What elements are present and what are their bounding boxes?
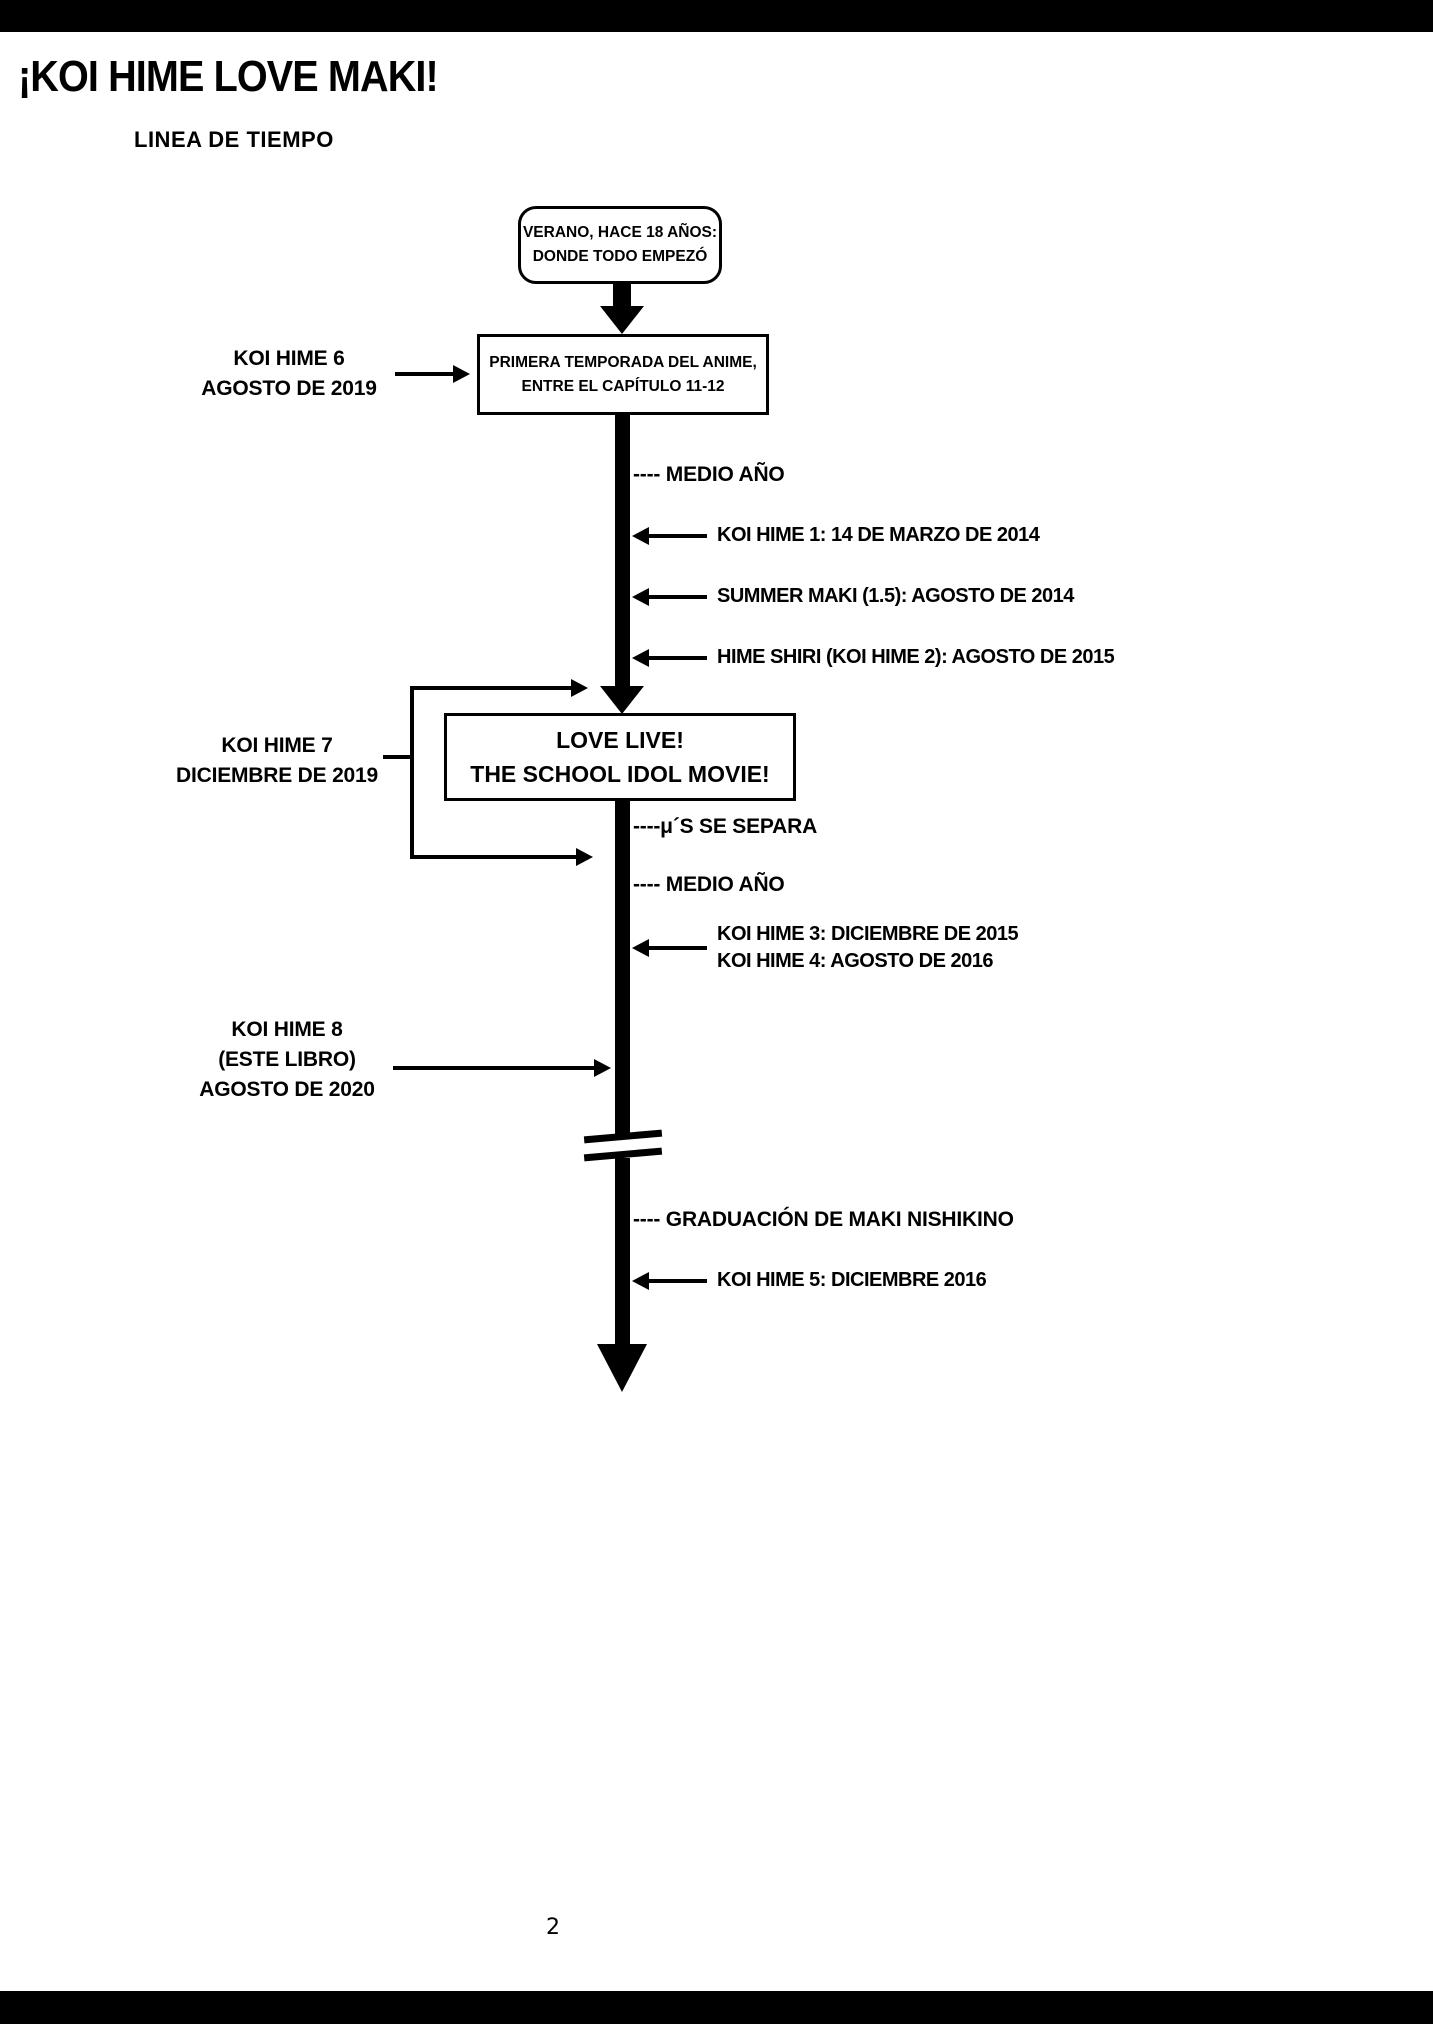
event-koi-hime-5: KOI HIME 5: DICIEMBRE 2016 bbox=[632, 1267, 987, 1294]
koi-hime-7-connector-line bbox=[383, 755, 413, 759]
event-label: SUMMER MAKI (1.5): AGOSTO DE 2014 bbox=[717, 585, 1074, 607]
down-arrow-head-icon bbox=[600, 306, 644, 334]
event-label: KOI HIME 5: DICIEMBRE 2016 bbox=[717, 1269, 987, 1291]
koi-hime-6-label: KOI HIME 6 AGOSTO DE 2019 bbox=[201, 347, 377, 400]
koi-hime-7-bracket-line bbox=[410, 686, 414, 859]
note-half-year-1: ---- MEDIO AÑO bbox=[633, 463, 785, 486]
arrow-line bbox=[649, 533, 707, 538]
timeline-segment-lower bbox=[615, 1158, 630, 1345]
arrow-line bbox=[649, 1278, 707, 1283]
koi-hime-7-bottom-arrow-line bbox=[410, 855, 578, 859]
page-title: ¡KOI HIME LOVE MAKI! bbox=[18, 52, 439, 101]
left-arrow-head-icon bbox=[632, 939, 649, 957]
timeline-end-arrow-head-icon bbox=[597, 1344, 647, 1392]
koi-hime-7-top-arrow-line bbox=[410, 686, 573, 690]
down-arrow-head-icon bbox=[600, 686, 644, 714]
koi-hime-7-top-arrow-head-icon bbox=[571, 679, 588, 697]
koi-hime-8-arrow-head-icon bbox=[594, 1059, 611, 1077]
timeline-segment-upper bbox=[615, 413, 630, 688]
event-label: KOI HIME 3: DICIEMBRE DE 2015 KOI HIME 4… bbox=[717, 923, 1019, 972]
koi-hime-6-arrow-head-icon bbox=[453, 365, 470, 383]
note-muse-separates: ----μ´S SE SEPARA bbox=[633, 815, 818, 838]
event-hime-shiri: HIME SHIRI (KOI HIME 2): AGOSTO DE 2015 bbox=[632, 644, 1115, 671]
movie-box: LOVE LIVE! THE SCHOOL IDOL MOVIE! bbox=[444, 713, 796, 801]
arrow-line bbox=[649, 655, 707, 660]
timeline-start-box: VERANO, HACE 18 AÑOS: DONDE TODO EMPEZÓ bbox=[518, 206, 722, 284]
koi-hime-8-label: KOI HIME 8 (ESTE LIBRO) AGOSTO DE 2020 bbox=[199, 1018, 375, 1101]
note-half-year-2: ---- MEDIO AÑO bbox=[633, 873, 785, 896]
bottom-black-bar bbox=[0, 1991, 1433, 2024]
left-arrow-head-icon bbox=[632, 526, 649, 545]
left-arrow-head-icon bbox=[632, 648, 649, 667]
left-arrow-head-icon bbox=[632, 1271, 649, 1290]
down-arrow-shaft bbox=[613, 283, 631, 308]
left-arrow-head-icon bbox=[632, 587, 649, 606]
note-maki-graduation: ---- GRADUACIÓN DE MAKI NISHIKINO bbox=[633, 1208, 1014, 1231]
event-koi-hime-3-4: KOI HIME 3: DICIEMBRE DE 2015 KOI HIME 4… bbox=[632, 921, 1019, 975]
top-black-bar bbox=[0, 0, 1433, 32]
koi-hime-6-arrow-line bbox=[395, 372, 455, 376]
page-number: 2 bbox=[546, 1915, 560, 1940]
koi-hime-8-arrow-line bbox=[393, 1066, 596, 1070]
timeline-segment-middle bbox=[615, 799, 630, 1136]
anime-season-box: PRIMERA TEMPORADA DEL ANIME, ENTRE EL CA… bbox=[477, 334, 769, 415]
event-summer-maki: SUMMER MAKI (1.5): AGOSTO DE 2014 bbox=[632, 583, 1074, 610]
arrow-line bbox=[649, 946, 707, 950]
event-label: HIME SHIRI (KOI HIME 2): AGOSTO DE 2015 bbox=[717, 646, 1115, 668]
koi-hime-7-label: KOI HIME 7 DICIEMBRE DE 2019 bbox=[176, 734, 378, 787]
koi-hime-7-bottom-arrow-head-icon bbox=[576, 848, 593, 866]
event-label: KOI HIME 1: 14 DE MARZO DE 2014 bbox=[717, 524, 1040, 546]
page-subtitle: LINEA DE TIEMPO bbox=[134, 127, 334, 152]
event-koi-hime-1: KOI HIME 1: 14 DE MARZO DE 2014 bbox=[632, 522, 1040, 549]
arrow-line bbox=[649, 594, 707, 599]
